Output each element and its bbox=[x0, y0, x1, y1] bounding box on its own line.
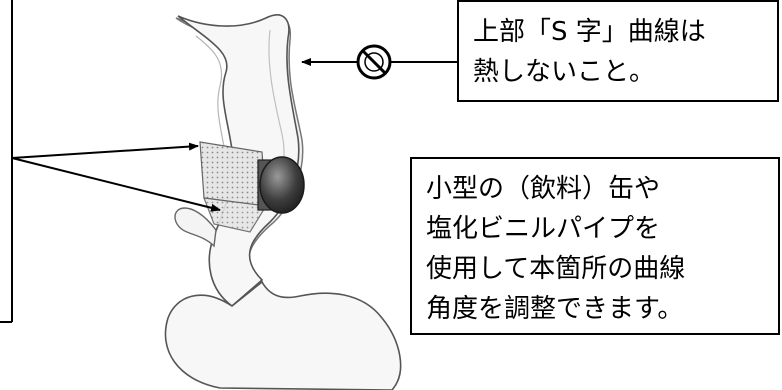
note-line: 熱しないこと。 bbox=[473, 57, 656, 87]
note-adjust-angle: 小型の（飲料）缶や 塩化ビニルパイプを 使用して本箇所の曲線 角度を調整できます… bbox=[410, 157, 780, 335]
bent-sheet-illustration bbox=[164, 14, 402, 390]
can-icon bbox=[257, 156, 305, 214]
note-line: 角度を調整できます。 bbox=[426, 294, 684, 324]
note-line: 使用して本箇所の曲線 bbox=[426, 254, 686, 284]
prohibition-icon bbox=[356, 44, 392, 80]
note-line: 小型の（飲料）缶や bbox=[426, 174, 661, 204]
pointer-arrow-lobe bbox=[11, 157, 221, 212]
note-no-heat: 上部「S 字」曲線は 熱しないこと。 bbox=[457, 0, 779, 102]
note-line: 塩化ビニルパイプを bbox=[426, 214, 661, 244]
note-line: 上部「S 字」曲線は bbox=[473, 17, 706, 47]
pointer-arrow-band bbox=[11, 142, 199, 159]
left-partial-box bbox=[0, 0, 13, 323]
